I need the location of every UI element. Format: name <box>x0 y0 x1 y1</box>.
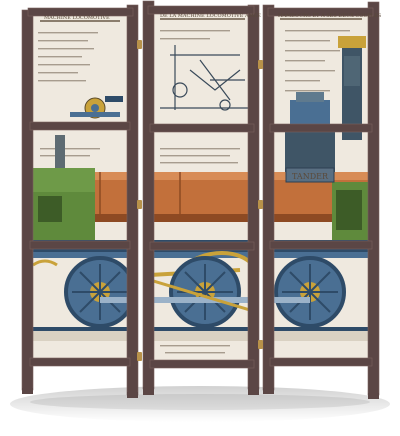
print-header-right: HAMBOURG ET A SES DEUX COUPLES <box>278 13 382 19</box>
hinges <box>137 40 263 361</box>
tender-label: TANDER <box>292 172 329 181</box>
left-stile-inner <box>126 4 139 396</box>
left-stile-outer <box>21 9 34 391</box>
print-header-mid: DE LA MACHINE LOCOMOTIVE AMÉE <box>160 11 261 19</box>
feet <box>22 387 379 399</box>
print-header-left: MACHINE LOCOMOTIVE <box>44 15 110 21</box>
floor-shadow <box>10 386 390 422</box>
tender-plate: TANDER <box>285 167 335 183</box>
